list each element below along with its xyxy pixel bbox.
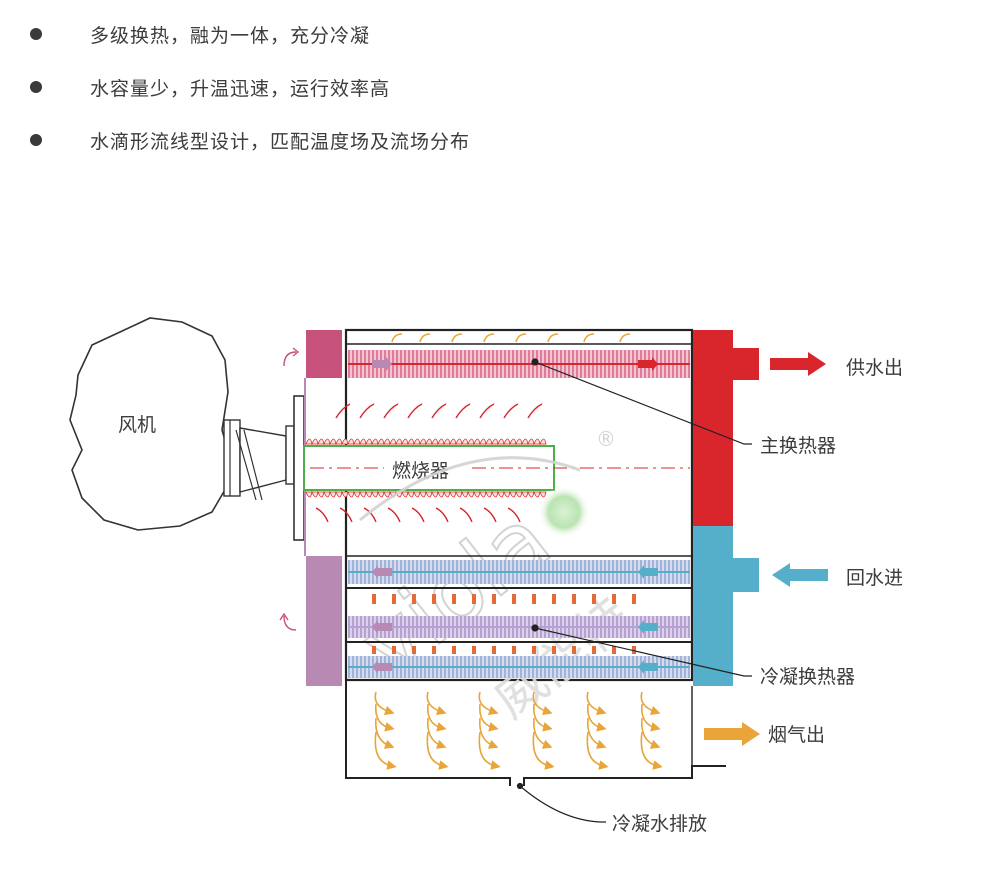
flue-gas-arrow-icon bbox=[704, 722, 760, 746]
supply-water-arrow-icon bbox=[770, 352, 826, 376]
supply-water-label: 供水出 bbox=[846, 357, 903, 379]
cold-water-inlet bbox=[733, 558, 759, 592]
burner: 燃烧器 bbox=[303, 438, 690, 498]
condensing-heat-exchanger bbox=[346, 555, 692, 678]
front-plate bbox=[293, 395, 305, 541]
feature-bullet-2: 水容量少，升温迅速，运行效率高 bbox=[30, 72, 390, 102]
condensate-drops-row1 bbox=[372, 594, 636, 604]
flue-gas-arrows bbox=[374, 691, 663, 770]
feature-text-2: 水容量少，升温迅速，运行效率高 bbox=[90, 77, 391, 100]
condensate-drain-label: 冷凝水排放 bbox=[612, 813, 707, 835]
fan: 风机 bbox=[69, 317, 305, 541]
outlet-arrows bbox=[704, 352, 828, 746]
main-hx-label: 主换热器 bbox=[760, 435, 836, 457]
registered-mark: ® bbox=[596, 427, 616, 451]
watermark-green-dot bbox=[538, 486, 590, 538]
flames-bottom bbox=[305, 490, 547, 498]
flames-top bbox=[305, 438, 547, 446]
flue-gas-label: 烟气出 bbox=[768, 724, 825, 746]
top-gas-arrows bbox=[391, 333, 631, 343]
boiler-shell bbox=[344, 328, 694, 682]
combustion-gas-arrows-upper bbox=[335, 403, 543, 419]
feature-text-3: 水滴形流线型设计，匹配温度场及流场分布 bbox=[90, 130, 471, 153]
burner-flange bbox=[285, 425, 295, 485]
return-water-arrow-icon bbox=[772, 563, 828, 587]
feature-bullet-3: 水滴形流线型设计，匹配温度场及流场分布 bbox=[30, 125, 470, 155]
fan-label: 风机 bbox=[118, 414, 156, 436]
fan-duct bbox=[239, 427, 287, 493]
feature-text-1: 多级换热，融为一体，充分冷凝 bbox=[90, 24, 371, 47]
cold-water-header bbox=[693, 526, 733, 686]
burner-label: 燃烧器 bbox=[392, 460, 449, 482]
hot-water-header bbox=[693, 330, 733, 526]
combustion-gas-arrows-lower bbox=[315, 507, 521, 523]
condensate-drops-row2 bbox=[372, 646, 636, 654]
leader-lines bbox=[516, 358, 752, 823]
hot-water-outlet bbox=[733, 348, 759, 380]
condensing-hx-label: 冷凝换热器 bbox=[760, 666, 855, 688]
bullet-dot-icon bbox=[30, 134, 42, 146]
air-turn-arrow-bottom bbox=[283, 615, 297, 631]
upper-air-shroud bbox=[306, 330, 342, 378]
return-water-label: 回水进 bbox=[846, 567, 903, 589]
fan-coupling bbox=[223, 419, 241, 497]
air-turn-arrow-top bbox=[283, 351, 297, 367]
water-header bbox=[693, 330, 759, 686]
feature-bullet-1: 多级换热，融为一体，充分冷凝 bbox=[30, 19, 370, 49]
lower-air-shroud bbox=[306, 556, 342, 686]
main-heat-exchanger bbox=[348, 350, 690, 378]
flue-section bbox=[345, 680, 726, 786]
bullet-dot-icon bbox=[30, 28, 42, 40]
bullet-dot-icon bbox=[30, 81, 42, 93]
